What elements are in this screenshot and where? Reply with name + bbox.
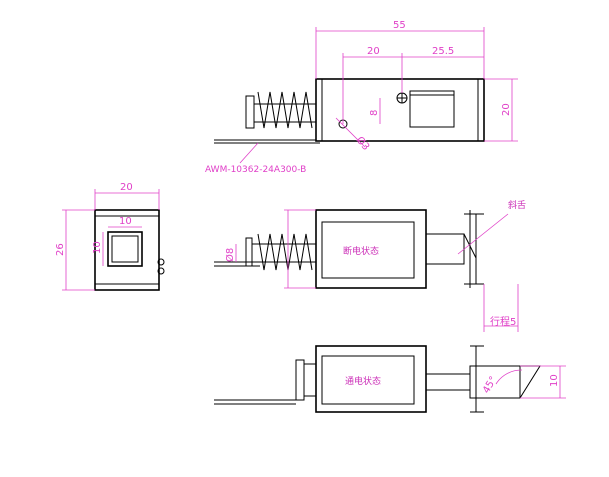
top-view-body [315, 78, 485, 142]
slope-label: 斜舌 [508, 199, 526, 211]
off-state-spring [257, 233, 313, 271]
on-state-angle-dim: 45° [481, 375, 499, 396]
top-view-left-span-dim: 20 [367, 46, 380, 57]
on-state-coil [321, 355, 415, 405]
top-view-height-dim: 20 [501, 103, 512, 116]
off-state-shaft-dim: Ø8 [224, 248, 236, 262]
top-view-hole-offset-dim: 8 [369, 110, 380, 116]
stroke-dim: 行程5 [490, 315, 516, 328]
on-state-cap [295, 359, 305, 401]
side-view-window [107, 231, 143, 267]
on-state-slope [519, 365, 541, 399]
top-view-hole-label: Ø3 [354, 134, 372, 153]
angle-arc [495, 369, 523, 385]
wire-spec-label: AWM-10362-24A300-B [205, 165, 306, 175]
top-view: 55 20 25.5 20 8 Ø3 AWM-10362-24A300-B [205, 20, 518, 175]
off-state-label: 断电状态 [343, 245, 379, 257]
top-view-length-dim: 55 [393, 20, 406, 31]
on-state-view: 通电状态 45° 10 [214, 345, 566, 413]
on-state-label: 通电状态 [345, 375, 381, 387]
on-state-tip-height-dim: 10 [549, 374, 560, 387]
side-view-window-width-dim: 10 [119, 216, 132, 227]
side-view: 20 26 10 10 [55, 182, 165, 291]
off-state-view: 断电状态 Ø8 斜舌 行程5 [214, 199, 526, 332]
off-state-coil [321, 221, 415, 279]
top-view-right-span-dim: 25.5 [432, 46, 454, 57]
side-view-window-height-dim: 10 [92, 241, 103, 254]
top-view-plunger-head [245, 95, 255, 129]
side-view-height-dim: 26 [55, 243, 66, 256]
side-view-width-dim: 20 [120, 182, 133, 193]
side-view-body [94, 209, 160, 291]
top-view-spring [257, 91, 313, 129]
on-state-frame [315, 345, 427, 413]
off-state-latch [425, 233, 465, 265]
on-state-latch [469, 365, 521, 399]
top-view-slot [409, 90, 455, 128]
